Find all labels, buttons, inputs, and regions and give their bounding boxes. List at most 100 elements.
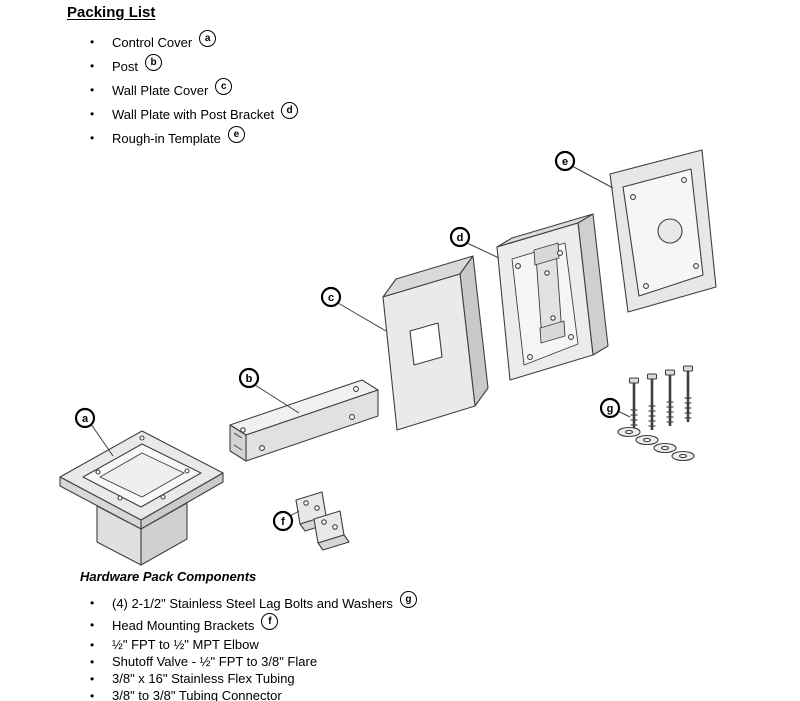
control-cover-part	[59, 430, 224, 566]
part-label-e: e	[554, 150, 576, 172]
bullet-marker: •	[90, 107, 95, 121]
bracket-flange	[317, 534, 350, 551]
list-item: • 3/8" x 16" Stainless Flex Tubing	[90, 670, 417, 687]
leader-a	[90, 423, 114, 457]
list-item-label: Rough-in Template	[112, 130, 221, 146]
bullet-marker: •	[90, 59, 95, 73]
bullet-marker: •	[90, 637, 95, 652]
part-label-a: a	[74, 407, 96, 429]
part-tag-badge: g	[399, 590, 417, 608]
list-item: • Rough-in Template e	[90, 125, 298, 150]
screw-hole	[160, 494, 166, 500]
bullet-marker: •	[90, 654, 95, 669]
washer	[635, 434, 659, 446]
screw-hole	[681, 177, 687, 183]
part-label-f: f	[272, 510, 294, 532]
hardware-list: • (4) 2-1/2" Stainless Steel Lag Bolts a…	[90, 590, 417, 701]
screw-hole	[117, 495, 123, 501]
screw-hole	[259, 445, 265, 451]
flange-edge-right	[140, 472, 224, 530]
svg-text:a: a	[82, 413, 89, 425]
bullet-marker: •	[90, 671, 95, 686]
lag-bolt	[646, 373, 658, 430]
bullet-marker: •	[90, 35, 95, 49]
part-label-g: g	[599, 397, 621, 419]
screw-hole	[353, 386, 359, 392]
bullet-marker: •	[90, 688, 95, 701]
list-item: • Post b	[90, 53, 298, 78]
part-label-d: d	[449, 226, 471, 248]
part-label-b: b	[238, 367, 260, 389]
screw-hole	[544, 270, 550, 276]
list-item-label: 3/8" x 16" Stainless Flex Tubing	[112, 671, 295, 686]
list-item-label: Head Mounting Brackets	[112, 617, 255, 633]
list-item-label: Shutoff Valve - ½" FPT to 3/8" Flare	[112, 654, 318, 669]
leader-e	[571, 165, 614, 189]
wall-plate-bracket-part	[496, 213, 609, 381]
lag-bolt	[628, 377, 640, 434]
screw-hole	[95, 469, 101, 475]
hardware-pack-heading: Hardware Pack Components	[80, 569, 257, 584]
screw-hole	[527, 354, 533, 360]
bracket-tab-top	[533, 242, 560, 266]
screw-hole	[321, 519, 327, 525]
list-item: • Head Mounting Brackets f	[90, 612, 417, 636]
screw-hole	[557, 250, 563, 256]
list-item: • Control Cover a	[90, 29, 298, 54]
cover-square-hole	[409, 322, 443, 366]
list-item-label: Control Cover	[112, 34, 193, 50]
wall-plate-cover-part	[382, 255, 489, 431]
svg-text:f: f	[281, 516, 285, 528]
page-title: Packing List	[67, 4, 156, 21]
svg-text:e: e	[562, 156, 568, 168]
screw-hole	[515, 263, 521, 269]
packing-list: • Control Cover a • Post b • Wall Plate …	[90, 29, 299, 150]
leader-c	[337, 302, 387, 332]
screw-hole	[240, 427, 246, 433]
part-tag-badge: d	[281, 101, 299, 119]
mounting-brackets-part	[295, 491, 350, 551]
bullet-marker: •	[90, 83, 95, 97]
list-item: • (4) 2-1/2" Stainless Steel Lag Bolts a…	[90, 590, 417, 614]
bullet-marker: •	[90, 596, 95, 610]
screw-hole	[139, 435, 145, 441]
screw-hole	[643, 283, 649, 289]
screw-hole	[630, 194, 636, 200]
svg-text:b: b	[246, 373, 253, 385]
screw-hole	[332, 524, 338, 530]
cover-body-right	[140, 502, 188, 566]
screw-hole	[349, 414, 355, 420]
bullet-marker: •	[90, 618, 95, 632]
leader-lines	[90, 165, 631, 517]
list-item-label: (4) 2-1/2" Stainless Steel Lag Bolts and…	[112, 595, 393, 611]
list-item: • Shutoff Valve - ½" FPT to 3/8" Flare	[90, 653, 417, 670]
screw-hole	[303, 500, 309, 506]
template-hole	[657, 218, 683, 244]
cover-inner-floor	[99, 452, 185, 498]
part-tag-badge: f	[261, 612, 279, 630]
leader-f	[289, 510, 300, 517]
washer	[653, 442, 677, 454]
list-item: • 3/8" to 3/8" Tubing Connector	[90, 687, 417, 701]
list-item-label: ½" FPT to ½" MPT Elbow	[112, 637, 259, 652]
part-tag-badge: e	[227, 125, 245, 143]
bullet-marker: •	[90, 131, 95, 145]
post-part	[229, 379, 379, 462]
list-item: • ½" FPT to ½" MPT Elbow	[90, 636, 417, 653]
screw-hole	[550, 315, 556, 321]
list-item-label: 3/8" to 3/8" Tubing Connector	[112, 688, 282, 701]
list-item-label: Wall Plate with Post Bracket	[112, 106, 275, 122]
leader-g	[617, 410, 631, 418]
post-channel-lines	[233, 432, 243, 451]
list-item-label: Wall Plate Cover	[112, 82, 209, 98]
list-item: • Wall Plate Cover c	[90, 77, 298, 102]
lag-bolt	[682, 365, 694, 422]
washer	[671, 450, 695, 462]
part-tag-badge: c	[215, 77, 233, 95]
lag-bolt	[664, 369, 676, 426]
leader-d	[466, 242, 500, 259]
screw-hole	[568, 334, 574, 340]
lag-bolts-washers-part	[617, 365, 695, 462]
part-tag-badge: b	[145, 53, 163, 71]
